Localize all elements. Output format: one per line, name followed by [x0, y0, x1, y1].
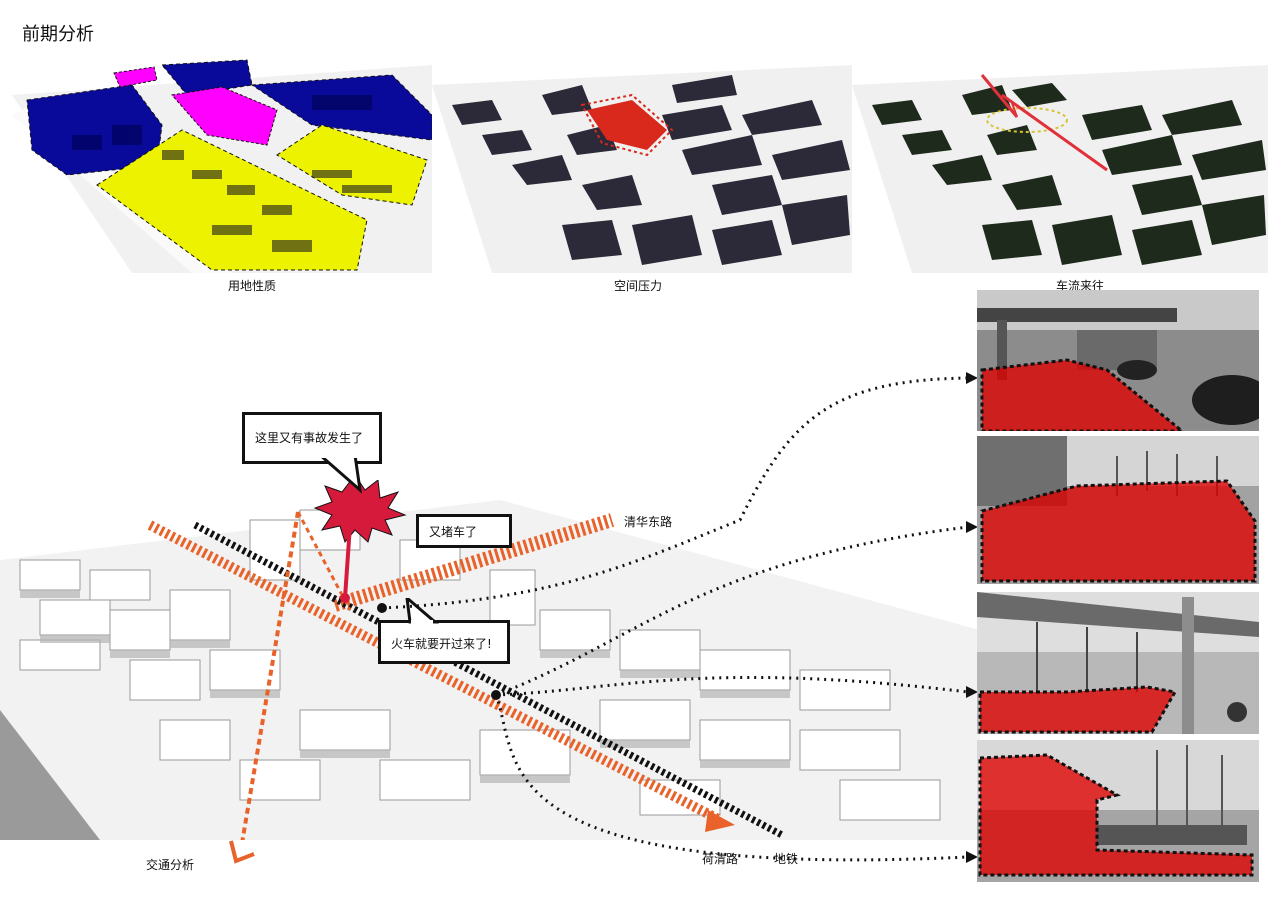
- traffic-analysis-label: 交通分析: [146, 858, 195, 872]
- site-photo-1: [977, 290, 1259, 431]
- spatial-pressure-panel: [432, 55, 852, 273]
- traffic-flow-caption: 车流来往: [1056, 279, 1105, 293]
- site-photo-3: [977, 592, 1259, 734]
- traffic-analysis-map: [0, 480, 980, 840]
- land-use-panel: [12, 55, 432, 273]
- traffic-flow-panel: [852, 55, 1268, 273]
- accident-bubble: 这里又有事故发生了: [242, 412, 382, 464]
- site-photo-2: [977, 436, 1259, 584]
- page-title: 前期分析: [22, 24, 94, 45]
- traffic-arrow-icon: [229, 840, 255, 864]
- spatial-pressure-caption: 空间压力: [614, 279, 663, 293]
- site-photo-4: [977, 740, 1259, 882]
- subway-label: 地铁: [774, 852, 799, 866]
- train-bubble-tail: [405, 598, 440, 624]
- heqing-road-label: 荷清路: [702, 852, 739, 866]
- accident-bubble-tail: [317, 455, 363, 494]
- qinghua-east-road-label: 清华东路: [624, 515, 673, 529]
- land-use-caption: 用地性质: [228, 279, 277, 293]
- train-bubble: 火车就要开过来了!: [378, 620, 510, 664]
- traffic-jam-bubble: 又堵车了: [416, 514, 512, 548]
